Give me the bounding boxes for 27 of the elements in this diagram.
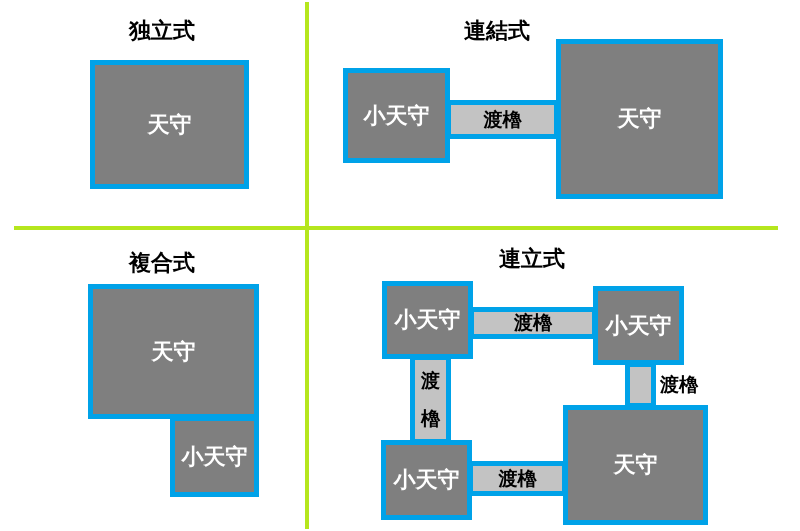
- keep-box: [343, 68, 450, 163]
- corridor-label: 渡櫓: [660, 373, 698, 398]
- keep-box: [556, 39, 723, 199]
- keep-box: [381, 440, 472, 520]
- corridor-label: 渡櫓: [498, 466, 536, 492]
- corridor-label: 渡櫓: [484, 108, 522, 132]
- keep-label: 小天守: [364, 102, 430, 130]
- section-heading: 独立式: [129, 18, 195, 46]
- keep-label: 小天守: [606, 312, 672, 340]
- keep-box: [88, 284, 259, 419]
- keep-box: [593, 286, 684, 365]
- keep-label: 天守: [614, 452, 658, 480]
- keep-label: 小天守: [394, 467, 460, 495]
- keep-label: 小天守: [394, 307, 460, 335]
- keep-box: [170, 416, 259, 497]
- keep-label: 天守: [148, 112, 192, 140]
- section-heading: 連結式: [464, 18, 530, 46]
- corridor-label: 渡櫓: [421, 368, 440, 432]
- keep-box: [563, 405, 708, 525]
- section-heading: 連立式: [499, 246, 565, 274]
- keep-box: [382, 281, 473, 359]
- section-heading: 複合式: [129, 250, 195, 278]
- keep-label: 天守: [618, 106, 662, 134]
- keep-label: 天守: [152, 338, 196, 366]
- keep-label: 小天守: [182, 444, 248, 472]
- corridor-label: 渡櫓: [514, 311, 552, 336]
- keep-box: [90, 60, 249, 189]
